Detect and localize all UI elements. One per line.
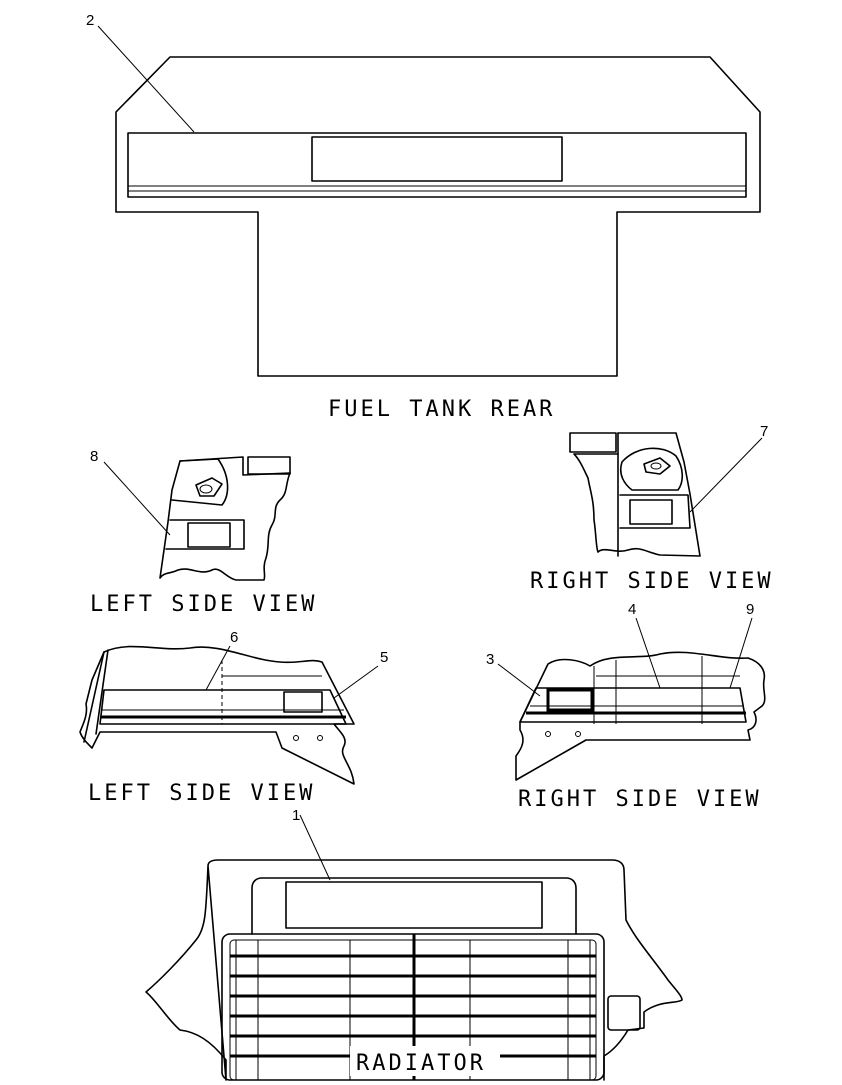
leader-line-7 xyxy=(689,437,763,513)
decal-8 xyxy=(187,522,231,548)
callout-2: 2 xyxy=(86,12,94,29)
decal-3 xyxy=(546,688,594,712)
left-side-view-label-2: LEFT SIDE VIEW xyxy=(88,781,315,806)
callout-1: 1 xyxy=(292,807,300,824)
leader-line-1 xyxy=(299,814,331,881)
right-side-view-bottom: 3 4 9 RIGHT SIDE VIEW xyxy=(486,601,766,812)
right-side-view-top: 7 RIGHT SIDE VIEW xyxy=(530,423,774,594)
decal-5 xyxy=(283,691,323,713)
left-side-view-top: 8 LEFT SIDE VIEW xyxy=(90,448,317,617)
left-side-view-label-1: LEFT SIDE VIEW xyxy=(90,592,317,617)
leader-line-2 xyxy=(97,25,195,133)
right-side-view-label-2: RIGHT SIDE VIEW xyxy=(518,787,762,812)
leader-line-6 xyxy=(205,645,231,691)
fuel-tank-rear-label: FUEL TANK REAR xyxy=(328,397,555,422)
decal-1 xyxy=(285,881,543,929)
callout-5: 5 xyxy=(380,649,388,666)
decal-7 xyxy=(629,499,673,525)
callout-4: 4 xyxy=(628,601,636,618)
callout-3: 3 xyxy=(486,651,494,668)
callout-8: 8 xyxy=(90,448,98,465)
radiator-label: RADIATOR xyxy=(356,1051,486,1076)
leader-line-3 xyxy=(497,663,541,697)
callout-6: 6 xyxy=(230,629,238,646)
left-side-view-bottom: 6 5 LEFT SIDE VIEW xyxy=(79,629,388,806)
leader-line-4 xyxy=(635,617,661,689)
fuel-tank-rear-view: 2 FUEL TANK REAR xyxy=(86,12,761,422)
right-side-view-label-1: RIGHT SIDE VIEW xyxy=(530,569,774,594)
leader-line-8 xyxy=(103,461,171,536)
leader-line-5 xyxy=(333,665,379,699)
radiator-view: 1 RADIATOR xyxy=(145,807,683,1081)
callout-9: 9 xyxy=(746,601,754,618)
leader-line-9 xyxy=(729,617,753,689)
callout-7: 7 xyxy=(760,423,768,440)
decal-2 xyxy=(311,136,563,182)
